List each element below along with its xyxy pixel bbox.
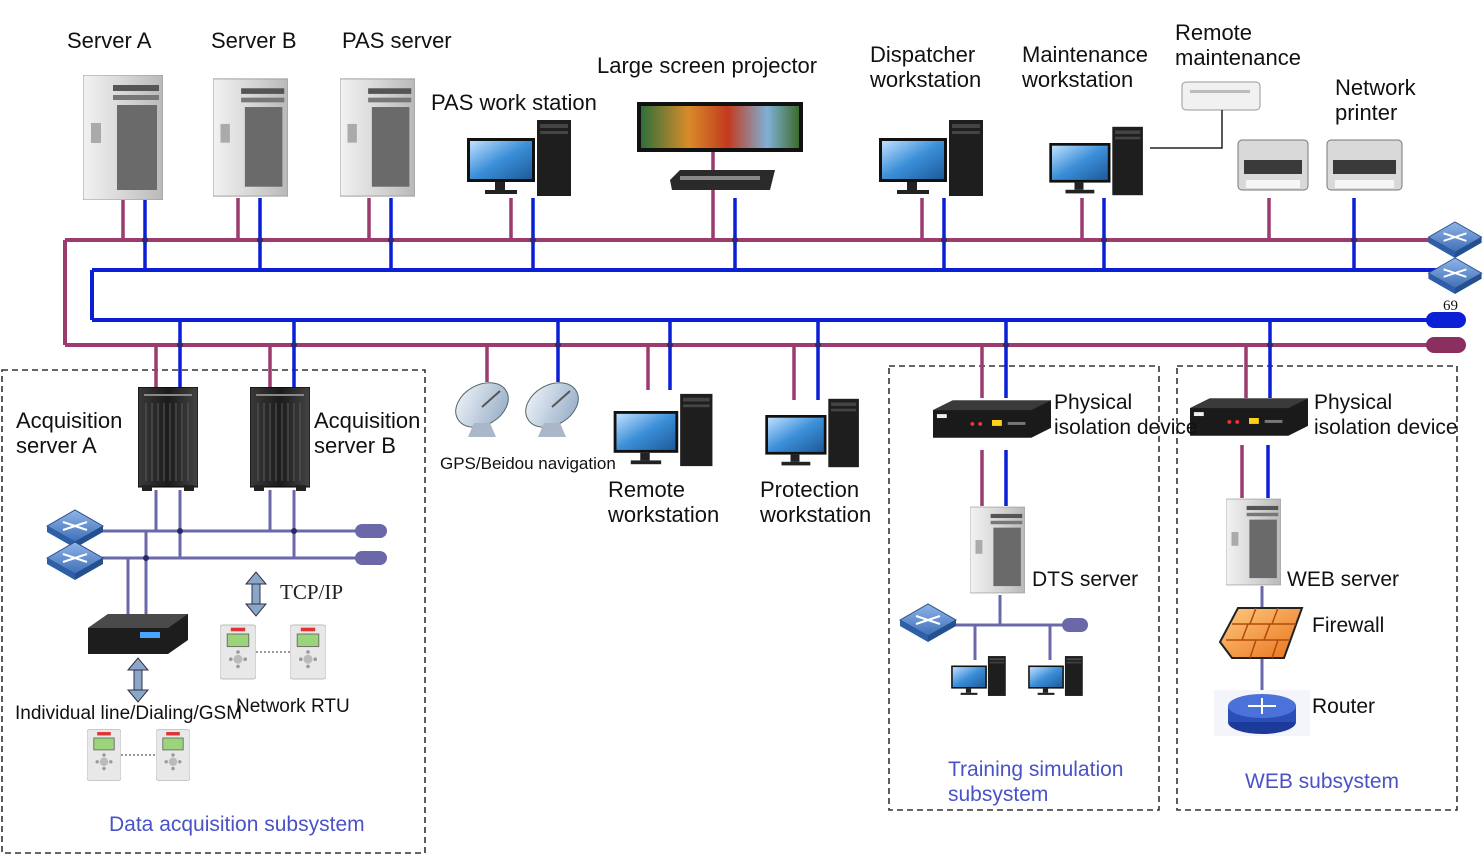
network-rtu-label: Network RTU <box>236 696 350 717</box>
network-rtu-icon-1 <box>220 624 256 680</box>
firewall-icon <box>1218 607 1304 659</box>
router-label: Router <box>1312 695 1376 718</box>
pas-server-label: PAS server <box>342 28 452 53</box>
remote-maintenance-icon <box>1150 81 1261 149</box>
acquisition-server-a-label: Acquisition server A <box>16 408 123 458</box>
data-acquisition-frame <box>1 369 426 854</box>
gps-dish-icon-1 <box>450 378 518 439</box>
firewall-label: Firewall <box>1312 614 1385 637</box>
top-drops <box>121 152 1356 270</box>
bus-lines <box>63 238 1466 353</box>
projector-icon <box>637 102 803 190</box>
dts-server-label: DTS server <box>1032 568 1139 591</box>
bottom-drops <box>154 320 1272 506</box>
modem-icon <box>88 614 188 654</box>
router-icon <box>1214 690 1310 736</box>
server-b-label: Server B <box>211 28 297 53</box>
pas-server-icon <box>340 78 415 197</box>
web-isolation-icon <box>1190 398 1308 436</box>
line-rtu-icon-2 <box>156 729 190 781</box>
protection-workstation-label: Protection workstation <box>760 477 872 527</box>
pas-workstation-label: PAS work station <box>431 90 597 115</box>
network-printer-icon-2 <box>1326 139 1403 191</box>
training-isolation-icon <box>933 400 1051 438</box>
training-pc-icon-1 <box>951 656 1006 696</box>
network-printer-label: Network printer <box>1335 75 1416 125</box>
protection-workstation-icon <box>765 398 859 468</box>
web-server-icon <box>1226 498 1281 586</box>
acquisition-server-b-icon <box>250 387 310 492</box>
gps-dish-icon-2 <box>520 378 588 439</box>
tcpip-arrow-icon <box>244 571 268 617</box>
server-b-icon <box>213 78 288 197</box>
acq-switch-icon-2 <box>46 541 104 580</box>
acquisition-server-b-label: Acquisition server B <box>314 408 421 458</box>
tcpip-label: TCP/IP <box>280 580 344 604</box>
web-server-label: WEB server <box>1287 568 1400 591</box>
switch-icon-top <box>1427 220 1483 258</box>
dispatcher-label: Dispatcher workstation <box>870 42 982 92</box>
gps-label: GPS/Beidou navigation <box>440 454 616 473</box>
dialing-arrow-icon <box>126 657 150 703</box>
web-frame <box>1176 365 1458 811</box>
maintenance-workstation-icon <box>1049 126 1143 196</box>
training-isolation-label: Physical isolation device <box>1054 391 1198 439</box>
maintenance-label: Maintenance workstation <box>1022 42 1148 92</box>
dispatcher-workstation-icon <box>879 120 983 196</box>
pas-workstation-icon <box>467 120 571 196</box>
junctions <box>142 237 1357 348</box>
training-title: Training simulation subsystem <box>948 758 1124 806</box>
training-switch-icon <box>899 603 957 642</box>
switch-number-label: 69 <box>1443 298 1458 314</box>
individual-line-label: Individual line/Dialing/GSM <box>15 703 243 724</box>
switch-icon-bottom <box>1427 256 1483 294</box>
server-a-icon <box>83 75 163 200</box>
network-printer-icon-1 <box>1237 139 1309 191</box>
projector-label: Large screen projector <box>597 53 818 78</box>
training-pc-icon-2 <box>1028 656 1083 696</box>
network-rtu-icon-2 <box>290 624 326 680</box>
training-frame <box>888 365 1160 811</box>
acquisition-server-a-icon <box>138 387 198 492</box>
server-a-label: Server A <box>67 28 152 53</box>
web-title: WEB subsystem <box>1245 770 1400 793</box>
web-isolation-label: Physical isolation device <box>1314 391 1458 439</box>
remote-workstation-label: Remote workstation <box>608 477 720 527</box>
line-rtu-icon-1 <box>87 729 121 781</box>
remote-maintenance-label: Remote maintenance <box>1175 20 1301 70</box>
remote-workstation-icon <box>613 393 713 467</box>
dts-server-icon <box>970 506 1025 594</box>
data-acquisition-title: Data acquisition subsystem <box>109 813 365 836</box>
